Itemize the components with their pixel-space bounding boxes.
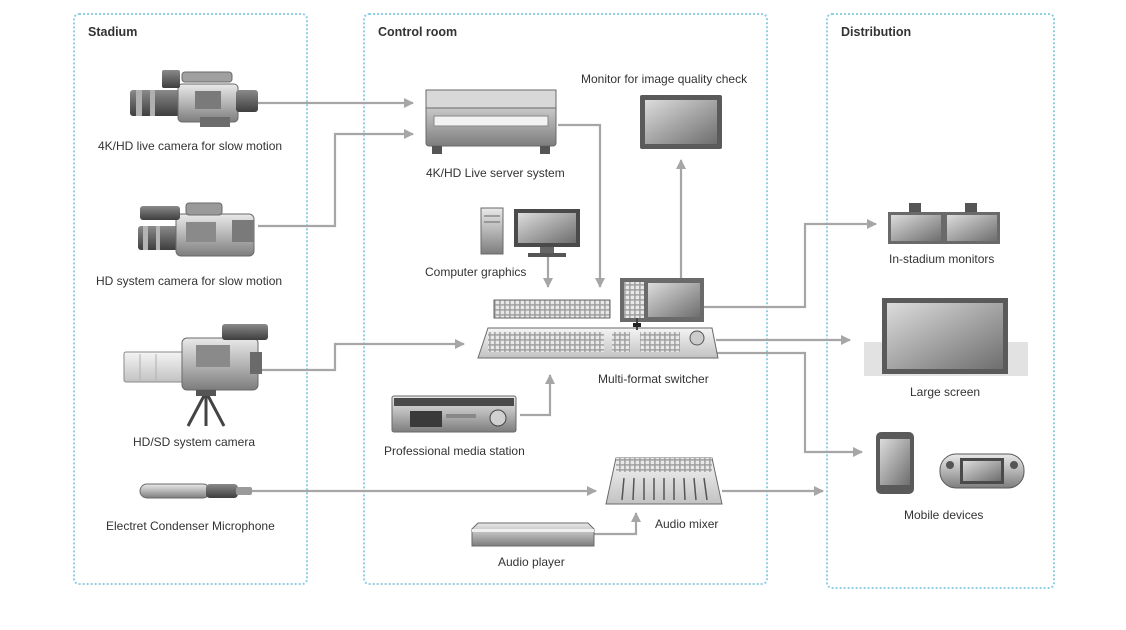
switcher-icon xyxy=(477,278,719,359)
camera-sd-label: HD/SD system camera xyxy=(133,435,256,449)
quality-monitor-icon xyxy=(640,95,722,149)
arrow-media-to-switcher xyxy=(520,374,555,417)
in-stadium-monitors-label: In-stadium monitors xyxy=(889,252,995,266)
arrow-camerahd-to-server xyxy=(258,129,414,228)
switcher-label: Multi-format switcher xyxy=(598,372,709,386)
live-server-icon xyxy=(425,89,557,154)
server-label: 4K/HD Live server system xyxy=(426,166,565,180)
arrow-server-to-switcher xyxy=(558,123,605,288)
audio-mixer-icon xyxy=(605,457,723,505)
arrow-switcher-to-instadium xyxy=(704,219,877,309)
media-station-label: Professional media station xyxy=(384,444,525,458)
arrow-player-to-mixer xyxy=(594,512,641,536)
mobile-devices-icon xyxy=(876,432,1025,494)
audio-player-label: Audio player xyxy=(498,555,565,569)
control-room-zone xyxy=(363,13,768,585)
computer-graphics-label: Computer graphics xyxy=(425,265,527,279)
mobile-devices-label: Mobile devices xyxy=(904,508,984,522)
control-room-zone-title: Control room xyxy=(378,25,458,39)
arrow-switcher-to-mobile xyxy=(716,351,863,457)
camera-hd-label: HD system camera for slow motion xyxy=(96,274,283,288)
audio-player-icon xyxy=(471,522,595,547)
camera-hd-icon xyxy=(138,202,255,257)
camera-4k-label: 4K/HD live camera for slow motion xyxy=(98,139,283,153)
audio-mixer-label: Audio mixer xyxy=(655,517,719,531)
microphone-label: Electret Condenser Microphone xyxy=(106,519,275,533)
monitor-qc-label: Monitor for image quality check xyxy=(581,72,748,86)
arrow-camerasd-to-switcher xyxy=(262,339,465,372)
large-screen-icon xyxy=(864,298,1028,376)
media-station-icon xyxy=(391,395,517,433)
stadium-zone-title: Stadium xyxy=(88,25,138,39)
distribution-zone-title: Distribution xyxy=(841,25,912,39)
camera-4k-icon xyxy=(130,70,258,127)
microphone-icon xyxy=(139,483,252,499)
connection-arrows xyxy=(252,98,877,536)
computer-graphics-icon xyxy=(480,207,580,257)
camera-sd-icon xyxy=(123,324,268,427)
distribution-zone xyxy=(826,13,1055,589)
large-screen-label: Large screen xyxy=(910,385,981,399)
in-stadium-monitors-icon xyxy=(888,203,1000,244)
stadium-zone xyxy=(73,13,308,585)
